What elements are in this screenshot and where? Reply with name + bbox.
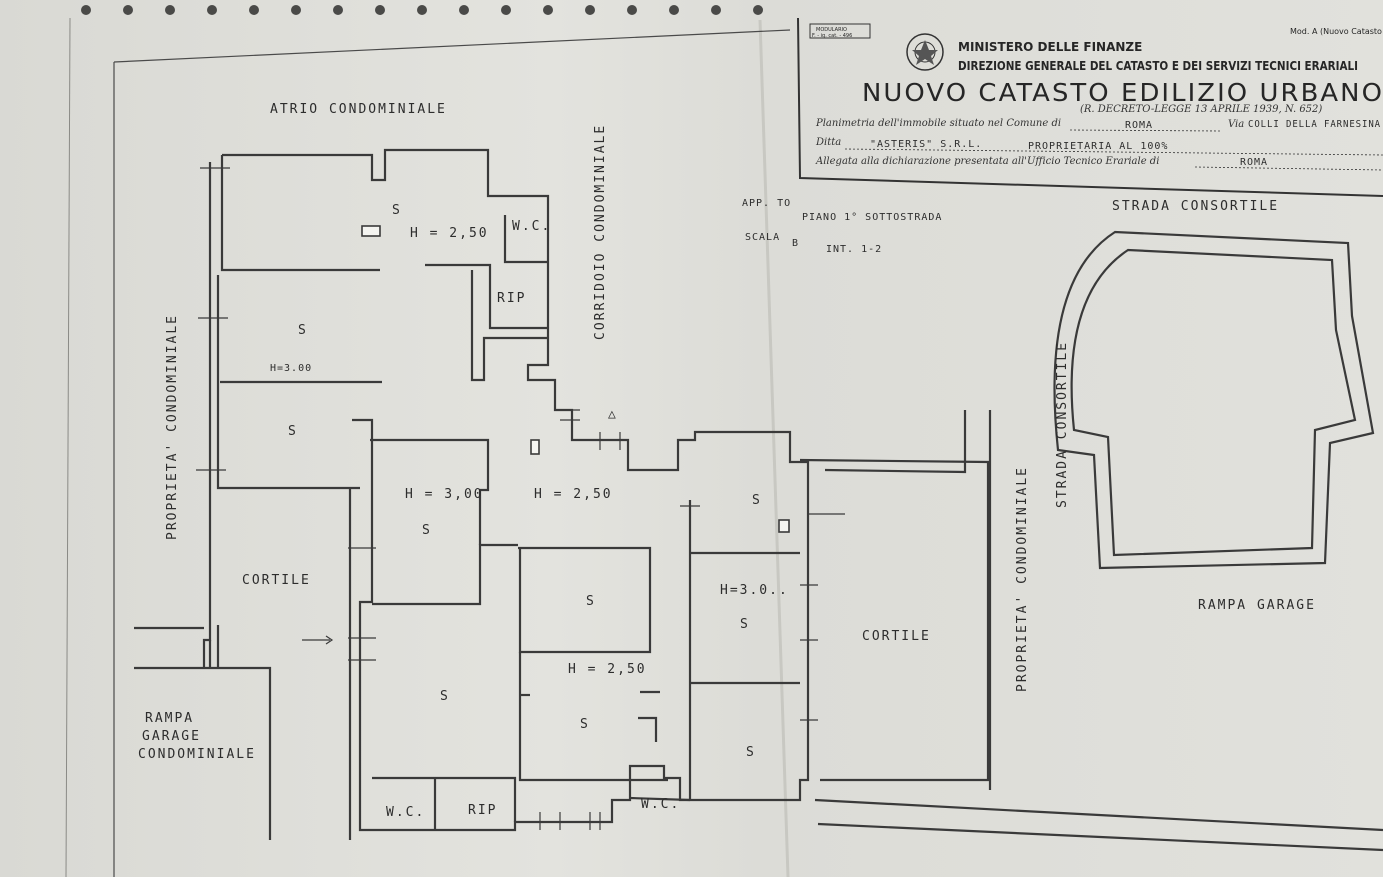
room-s-7: S — [740, 617, 750, 632]
room-s-9: S — [580, 717, 590, 732]
emblem-icon — [906, 33, 944, 71]
value-ufficio: ROMA — [1240, 157, 1268, 168]
entrance-marker-icon: △ — [608, 407, 618, 422]
label-ditta: Ditta — [815, 137, 841, 148]
height-label-6: H = 2,50 — [568, 662, 647, 677]
pillar-2 — [530, 439, 540, 455]
room-s-6: S — [586, 594, 596, 609]
decree-reference: (R. DECRETO-LEGGE 13 APRILE 1939, N. 652… — [1080, 104, 1322, 115]
surroundings-right — [799, 410, 1383, 852]
label-cortile-right: CORTILE — [862, 629, 931, 644]
modulario-box — [809, 23, 871, 39]
direction-name: DIREZIONE GENERALE DEL CATASTO E DEI SER… — [958, 59, 1358, 73]
annotation-interno: INT. 1-2 — [826, 244, 882, 255]
label-atrio: ATRIO CONDOMINIALE — [270, 102, 447, 117]
value-proprieta: PROPRIETARIA AL 100% — [1028, 141, 1168, 152]
room-s-1: S — [392, 203, 402, 218]
height-label-5: H=3.0.. — [720, 583, 789, 598]
label-rampa-3: CONDOMINIALE — [138, 747, 256, 762]
room-s-2: S — [298, 323, 308, 338]
label-rampa-2: GARAGE — [142, 729, 201, 744]
room-s-5: S — [752, 493, 762, 508]
label-strada-top: STRADA CONSORTILE — [1112, 199, 1279, 214]
ministry-name: MINISTERO DELLE FINANZE — [958, 40, 1142, 54]
value-via: COLLI DELLA FARNESINA — [1248, 119, 1381, 130]
surroundings-left — [134, 488, 352, 840]
height-label-1: H = 2,50 — [410, 226, 489, 241]
pillar-1 — [361, 225, 381, 237]
room-wc-1: W.C. — [512, 219, 551, 234]
room-s-3: S — [288, 424, 298, 439]
label-rampa-garage: RAMPA GARAGE — [1198, 598, 1316, 613]
wall-ticks — [196, 167, 845, 830]
room-rip-1: RIP — [497, 291, 526, 306]
annotation-piano: PIANO 1° SOTTOSTRADA — [802, 212, 942, 223]
modulario-label: MODULARIO — [816, 27, 847, 33]
annotation-scala: SCALA — [745, 232, 780, 243]
label-proprieta-left: PROPRIETA' CONDOMINIALE — [165, 314, 180, 540]
header-box: MODULARIO F. - ig. cat. - 496 Mod. A (Nu… — [797, 17, 1383, 197]
garage-ramp-outline — [1053, 230, 1375, 570]
room-rip-2: RIP — [468, 803, 497, 818]
room-wc-3: W.C. — [641, 797, 680, 812]
label-cortile-left: CORTILE — [242, 573, 311, 588]
pillar-3 — [778, 519, 790, 533]
room-s-10: S — [746, 745, 756, 760]
room-s-4: S — [422, 523, 432, 538]
model-reference: Mod. A (Nuovo Catasto — [1290, 27, 1382, 36]
room-s-8: S — [440, 689, 450, 704]
room-wc-2: W.C. — [386, 805, 425, 820]
value-comune: ROMA — [1125, 120, 1153, 131]
height-label-3: H = 3,00 — [405, 487, 484, 502]
frame-top — [113, 29, 791, 63]
height-label-2: H=3.00 — [270, 363, 312, 374]
modulario-code: F. - ig. cat. - 496 — [812, 33, 852, 39]
label-allegata: Allegata alla dichiarazione presentata a… — [815, 156, 1159, 167]
height-label-4: H = 2,50 — [534, 487, 613, 502]
value-ditta: "ASTERIS" S.R.L. — [870, 139, 982, 150]
annotation-scala-value: B — [792, 238, 799, 249]
label-corridoio: CORRIDOIO CONDOMINIALE — [593, 124, 608, 340]
registry-title: NUOVO CATASTO EDILIZIO URBANO — [862, 78, 1383, 107]
apartment-walls — [202, 148, 810, 832]
sheet-fold — [758, 19, 790, 877]
binder-holes — [81, 5, 763, 15]
label-via: Via — [1228, 119, 1244, 130]
label-planimetria: Planimetria dell'immobile situato nel Co… — [815, 118, 1061, 129]
annotation-appartamento: APP. TO — [742, 198, 791, 209]
sheet-margin-line — [65, 17, 71, 877]
label-rampa-1: RAMPA — [145, 711, 194, 726]
label-proprieta-right: PROPRIETA' CONDOMINIALE — [1015, 466, 1030, 692]
label-strada-side: STRADA CONSORTILE — [1055, 341, 1070, 508]
